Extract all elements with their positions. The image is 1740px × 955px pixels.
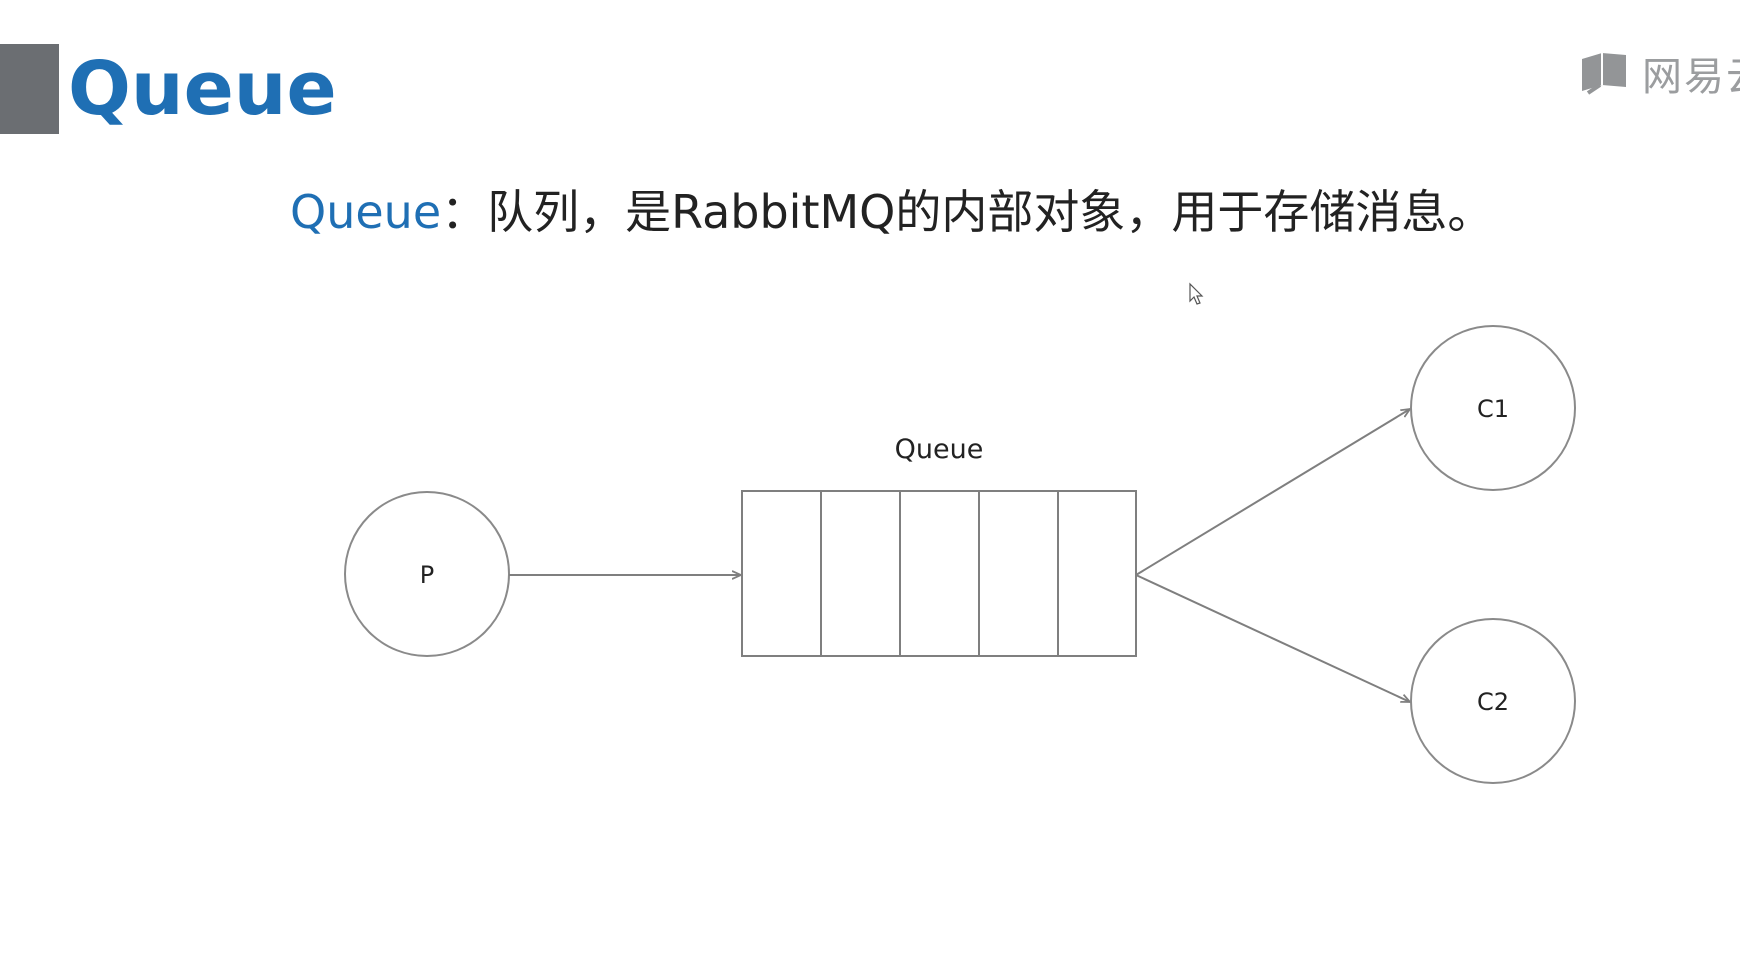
queue-to-c2-arrow	[1135, 574, 1410, 702]
queue-box	[741, 490, 1137, 657]
queue-to-c1-arrow	[1135, 409, 1410, 576]
consumer-circle	[1410, 325, 1576, 491]
producer-label: P	[420, 561, 434, 589]
queue-description: Queue：队列，是RabbitMQ的内部对象，用于存储消息。	[290, 180, 1493, 244]
description-text: 队列，是RabbitMQ的内部对象，用于存储消息。	[487, 185, 1494, 239]
producer-node: P	[344, 491, 510, 657]
description-term: Queue	[290, 185, 442, 239]
consumer-node-c2: C2	[1410, 618, 1576, 784]
title-marker	[0, 44, 59, 134]
queue-label: Queue	[895, 434, 984, 465]
queue-outline	[741, 490, 1137, 657]
description-separator: ：	[441, 185, 488, 239]
brand-logo: 网易云	[1578, 46, 1740, 100]
consumer-circle	[1410, 618, 1576, 784]
page-title: Queue	[68, 46, 337, 132]
consumer-label: C2	[1477, 688, 1509, 716]
book-icon	[1582, 53, 1626, 95]
brand-name: 网易云	[1642, 54, 1740, 100]
consumer-node-c1: C1	[1410, 325, 1576, 491]
consumer-label: C1	[1477, 395, 1509, 423]
mouse-cursor-icon	[1189, 282, 1204, 305]
